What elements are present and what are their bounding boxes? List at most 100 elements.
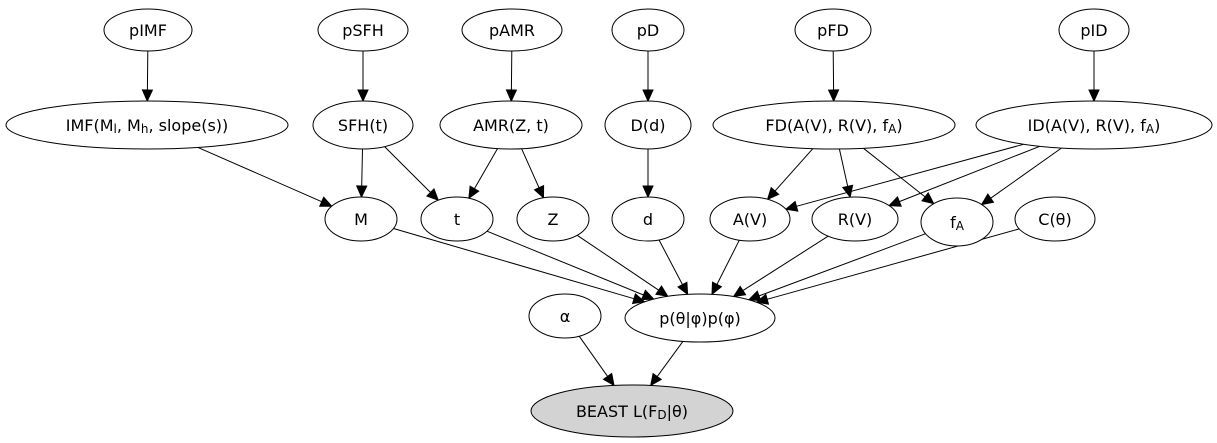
node-imf: IMF(Ml, Mh, slope(s)) bbox=[5, 100, 289, 150]
node-t: t bbox=[420, 196, 494, 242]
node-label: pSFH bbox=[342, 21, 384, 40]
arrowhead bbox=[887, 195, 902, 207]
node-label: pD bbox=[637, 21, 659, 40]
arrowhead bbox=[505, 89, 518, 103]
edge-line bbox=[796, 143, 1024, 207]
node-label: p(θ|φ)p(φ) bbox=[659, 309, 741, 328]
arrowhead bbox=[355, 185, 368, 199]
node-shape bbox=[709, 196, 791, 242]
node-shape bbox=[516, 196, 590, 242]
node-label: M bbox=[354, 210, 368, 229]
node-label: pIMF bbox=[129, 21, 167, 40]
node-shape bbox=[528, 293, 602, 339]
edge-id-to-av bbox=[784, 143, 1024, 212]
node-label: BEAST L(FD|θ) bbox=[576, 402, 688, 423]
node-shape bbox=[420, 196, 494, 242]
edge-line bbox=[486, 230, 644, 296]
node-shape bbox=[611, 8, 685, 52]
node-shape bbox=[611, 196, 685, 242]
node-shape bbox=[317, 8, 409, 52]
node-id: ID(A(V), R(V), fA) bbox=[975, 100, 1213, 150]
node-shape bbox=[975, 100, 1213, 150]
edge-psfh-to-sfh bbox=[357, 51, 369, 103]
node-pamr: pAMR bbox=[461, 8, 563, 52]
node-shape bbox=[324, 196, 398, 242]
arrowhead bbox=[602, 372, 615, 387]
node-shape bbox=[530, 384, 734, 438]
node-shape bbox=[811, 196, 899, 242]
node-label: A(V) bbox=[733, 210, 767, 229]
edge-pimf-to-imf bbox=[141, 50, 154, 103]
arrowhead bbox=[784, 200, 799, 212]
arrowhead bbox=[141, 89, 154, 103]
arrowhead bbox=[533, 184, 545, 199]
edge-pd-to-dd bbox=[642, 51, 654, 103]
edge-amr-to-z bbox=[521, 148, 545, 199]
edge-z-to-prior bbox=[576, 234, 669, 297]
node-label: AMR(Z, t) bbox=[473, 116, 549, 135]
node-alpha: α bbox=[528, 293, 602, 339]
node-m: M bbox=[324, 196, 398, 242]
arrowhead bbox=[980, 193, 995, 206]
node-shape bbox=[103, 8, 193, 52]
arrowhead bbox=[640, 289, 655, 301]
arrowhead bbox=[711, 281, 723, 296]
node-label: SFH(t) bbox=[338, 116, 388, 135]
node-pfd: pFD bbox=[794, 8, 872, 52]
arrowhead bbox=[1088, 89, 1100, 103]
edge-line bbox=[899, 145, 1040, 203]
node-pd: pD bbox=[611, 8, 685, 52]
edge-id-to-fa bbox=[980, 147, 1062, 206]
arrowhead bbox=[766, 186, 780, 201]
edge-line bbox=[578, 335, 609, 377]
edge-sfh-to-m bbox=[355, 148, 368, 199]
node-z: Z bbox=[516, 196, 590, 242]
edge-line bbox=[393, 228, 635, 300]
node-pimf: pIMF bbox=[103, 8, 193, 52]
node-av: A(V) bbox=[709, 196, 791, 242]
node-label: t bbox=[454, 210, 460, 229]
edge-line bbox=[658, 239, 683, 285]
node-label: R(V) bbox=[838, 210, 873, 229]
node-d: d bbox=[611, 196, 685, 242]
node-label: pID bbox=[1080, 21, 1107, 40]
arrowhead bbox=[921, 191, 935, 205]
edge-prior-to-beast bbox=[649, 341, 684, 387]
node-label: C(θ) bbox=[1038, 210, 1071, 229]
node-shape bbox=[5, 100, 289, 150]
edge-line bbox=[758, 233, 926, 297]
arrowhead bbox=[357, 89, 369, 103]
edge-line bbox=[656, 341, 684, 377]
node-shape bbox=[624, 293, 776, 343]
edge-line bbox=[361, 148, 363, 187]
node-shape bbox=[312, 100, 414, 150]
node-shape bbox=[1014, 196, 1096, 242]
edge-fa-to-prior bbox=[747, 233, 926, 302]
node-shape bbox=[920, 197, 994, 247]
node-label: FD(A(V), R(V), fA) bbox=[765, 116, 902, 137]
node-label: pFD bbox=[817, 21, 849, 40]
edge-sfh-to-t bbox=[384, 146, 440, 202]
node-psfh: pSFH bbox=[317, 8, 409, 52]
node-label: D(d) bbox=[631, 116, 666, 135]
edge-amr-to-t bbox=[468, 148, 498, 200]
edge-d-to-prior bbox=[658, 239, 689, 296]
edge-line bbox=[742, 235, 829, 292]
edge-fd-to-av bbox=[766, 148, 814, 201]
arrowhead bbox=[631, 293, 646, 305]
edge-dd-to-d bbox=[642, 149, 654, 199]
edge-pfd-to-fd bbox=[827, 50, 840, 103]
edge-pamr-to-amr bbox=[505, 50, 518, 103]
arrowhead bbox=[468, 185, 480, 200]
node-shape bbox=[439, 100, 583, 150]
node-rv: R(V) bbox=[811, 196, 899, 242]
edge-line bbox=[576, 234, 659, 291]
edge-line bbox=[473, 148, 498, 189]
edge-line bbox=[521, 148, 540, 188]
arrowhead bbox=[318, 196, 333, 207]
node-prior: p(θ|φ)p(φ) bbox=[624, 293, 776, 343]
arrowhead bbox=[755, 293, 770, 305]
node-shape bbox=[712, 100, 956, 150]
node-label: Z bbox=[548, 210, 559, 229]
